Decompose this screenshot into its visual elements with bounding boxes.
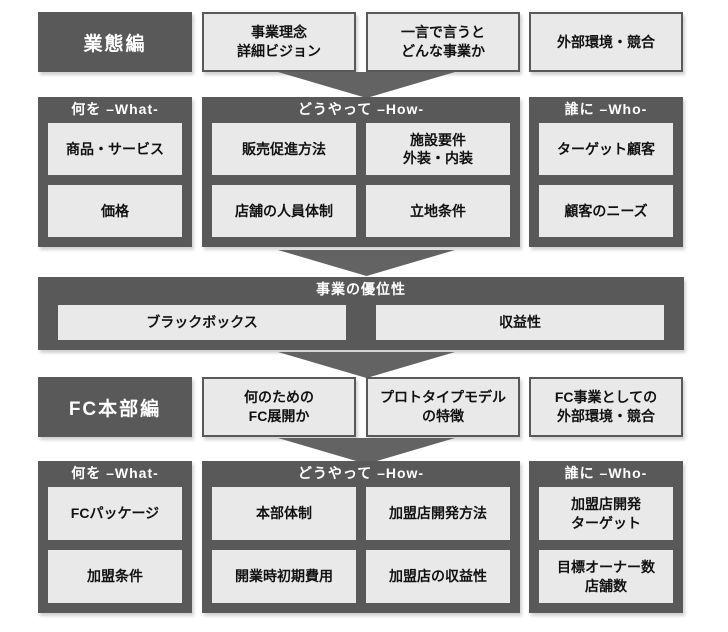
panel-fc-who: 誰に –Who- 加盟店開発 ターゲット 目標オーナー数 店舗数 — [529, 461, 683, 613]
panel-item: 施設要件 外装・内装 — [366, 123, 510, 175]
panel-item-blackbox: ブラックボックス — [58, 305, 346, 340]
panel-item: 販売促進方法 — [212, 123, 356, 175]
section-title-gyotai: 業態編 — [38, 12, 192, 72]
panel-item: 顧客のニーズ — [539, 185, 673, 237]
panel-gyotai-how: どうやって –How- 販売促進方法 施設要件 外装・内装 店舗の人員体制 立地… — [202, 97, 520, 247]
panel-advantage: 事業の優位性 ブラックボックス 収益性 — [38, 277, 684, 350]
panel-fc-what: 何を –What- FCパッケージ 加盟条件 — [38, 461, 192, 613]
panel-item: FCパッケージ — [48, 487, 182, 540]
panel-item: 店舗の人員体制 — [212, 185, 356, 237]
panel-header-who: 誰に –Who- — [564, 101, 648, 117]
intro-box-fc-purpose: 何のための FC展開か — [202, 377, 356, 437]
intro-box-prototype: プロトタイプモデル の特徴 — [366, 377, 520, 437]
panel-item: 加盟店開発方法 — [366, 487, 510, 540]
panel-item: 価格 — [48, 185, 182, 237]
panel-body: 本部体制 加盟店開発方法 開業時初期費用 加盟店の収益性 — [202, 485, 520, 613]
panel-header-what: 何を –What- — [71, 101, 159, 117]
panel-header-how: どうやって –How- — [297, 465, 425, 481]
panel-body: ターゲット顧客 顧客のニーズ — [529, 121, 683, 247]
panel-body: 加盟店開発 ターゲット 目標オーナー数 店舗数 — [529, 485, 683, 613]
panel-gyotai-what: 何を –What- 商品・サービス 価格 — [38, 97, 192, 247]
down-arrow-icon — [278, 72, 455, 98]
down-arrow-icon — [278, 352, 455, 378]
intro-box-environment: 外部環境・競合 — [529, 12, 683, 72]
panel-body: ブラックボックス 収益性 — [38, 301, 684, 350]
panel-fc-how: どうやって –How- 本部体制 加盟店開発方法 開業時初期費用 加盟店の収益性 — [202, 461, 520, 613]
section-title-fc: FC本部編 — [38, 377, 192, 437]
panel-item: 加盟条件 — [48, 550, 182, 603]
panel-item: 立地条件 — [366, 185, 510, 237]
down-arrow-icon — [278, 250, 455, 276]
panel-body: 商品・サービス 価格 — [38, 121, 192, 247]
panel-item: 加盟店の収益性 — [366, 550, 510, 603]
panel-item: 商品・サービス — [48, 123, 182, 175]
intro-box-one-word: 一言で言うと どんな事業か — [366, 12, 520, 72]
panel-item: 加盟店開発 ターゲット — [539, 487, 673, 540]
intro-box-vision: 事業理念 詳細ビジョン — [202, 12, 356, 72]
panel-item: 目標オーナー数 店舗数 — [539, 550, 673, 603]
panel-item: 開業時初期費用 — [212, 550, 356, 603]
panel-header-advantage: 事業の優位性 — [316, 281, 406, 297]
panel-item: ターゲット顧客 — [539, 123, 673, 175]
intro-box-fc-environment: FC事業としての 外部環境・競合 — [529, 377, 683, 437]
panel-header-who: 誰に –Who- — [564, 465, 648, 481]
panel-gyotai-who: 誰に –Who- ターゲット顧客 顧客のニーズ — [529, 97, 683, 247]
panel-body: FCパッケージ 加盟条件 — [38, 485, 192, 613]
panel-item: 本部体制 — [212, 487, 356, 540]
panel-header-what: 何を –What- — [71, 465, 159, 481]
panel-header-how: どうやって –How- — [297, 101, 425, 117]
panel-item-profitability: 収益性 — [376, 305, 664, 340]
panel-body: 販売促進方法 施設要件 外装・内装 店舗の人員体制 立地条件 — [202, 121, 520, 247]
